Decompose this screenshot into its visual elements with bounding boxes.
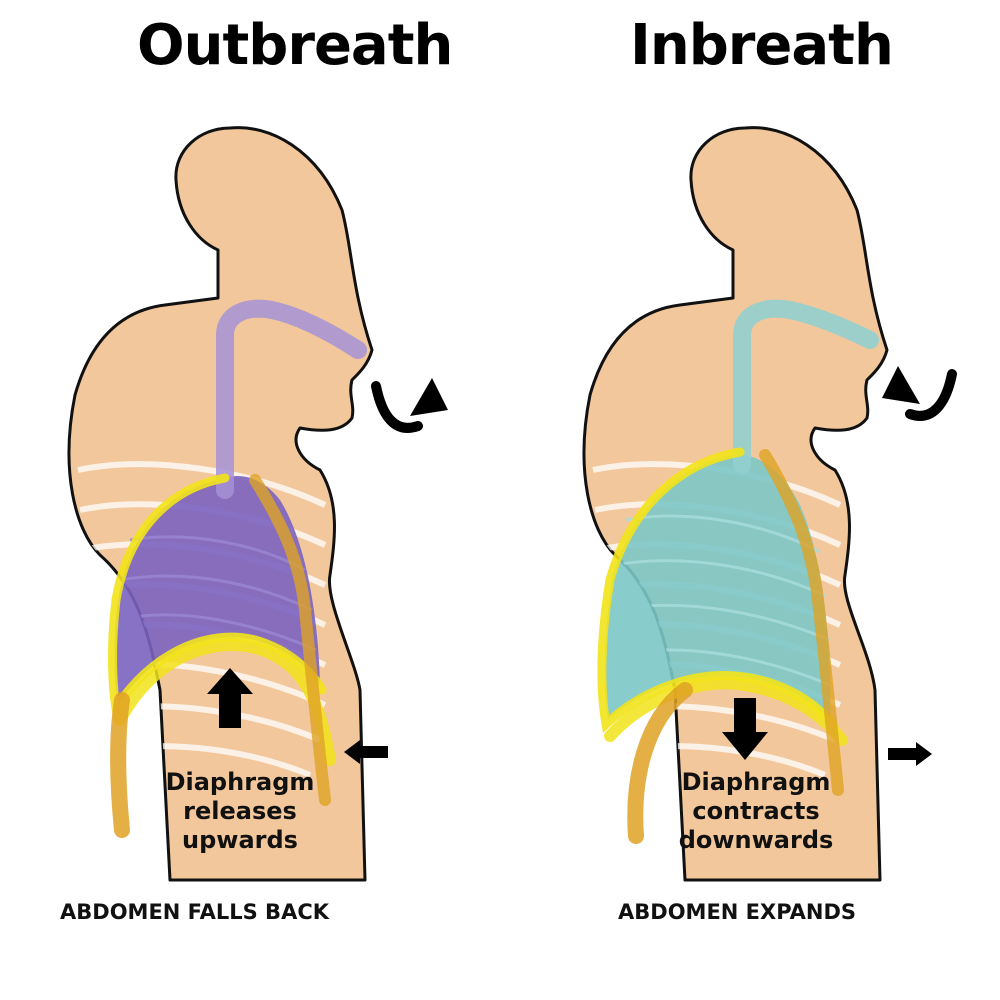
- outbreath-label-line-2: releases: [183, 797, 297, 825]
- outbreath-diaphragm-label: Diaphragm releases upwards: [120, 768, 360, 855]
- inbreath-airway: [733, 299, 879, 474]
- outbreath-label-line-3: upwards: [182, 826, 298, 854]
- inbreath-title: Inbreath: [630, 13, 894, 78]
- inbreath-label-line-2: contracts: [692, 797, 820, 825]
- inbreath-abdomen-arrow-icon: [888, 742, 932, 766]
- inbreath-figure: [582, 126, 957, 882]
- outbreath-abdomen-arrow-icon: [344, 740, 388, 764]
- outbreath-spine: [110, 692, 130, 838]
- inbreath-costal-cartilage: [759, 449, 844, 796]
- inbreath-caption: ABDOMEN EXPANDS: [618, 900, 857, 924]
- inbreath-diaphragm-label: Diaphragm contracts downwards: [636, 768, 876, 855]
- outbreath-figure: [67, 126, 448, 882]
- outbreath-costal-cartilage: [249, 474, 331, 806]
- inbreath-label-line-3: downwards: [678, 826, 834, 854]
- outbreath-airway: [216, 299, 367, 499]
- outbreath-breath-arrow-icon: [371, 378, 448, 433]
- inbreath-label-line-1: Diaphragm: [681, 768, 831, 796]
- inbreath-lungs: [604, 454, 831, 720]
- outbreath-title: Outbreath: [137, 13, 453, 78]
- inbreath-diaphragm: [604, 677, 848, 746]
- inbreath-breath-arrow-icon: [882, 366, 957, 421]
- inbreath-spine: [627, 682, 693, 844]
- outbreath-diaphragm-arrow-icon: [207, 668, 253, 728]
- inbreath-pleura: [597, 447, 839, 733]
- inbreath-diaphragm-arrow-icon: [722, 698, 768, 760]
- outbreath-label-line-1: Diaphragm: [165, 768, 315, 796]
- outbreath-lungs: [114, 476, 321, 705]
- outbreath-caption: ABDOMEN FALLS BACK: [60, 900, 330, 924]
